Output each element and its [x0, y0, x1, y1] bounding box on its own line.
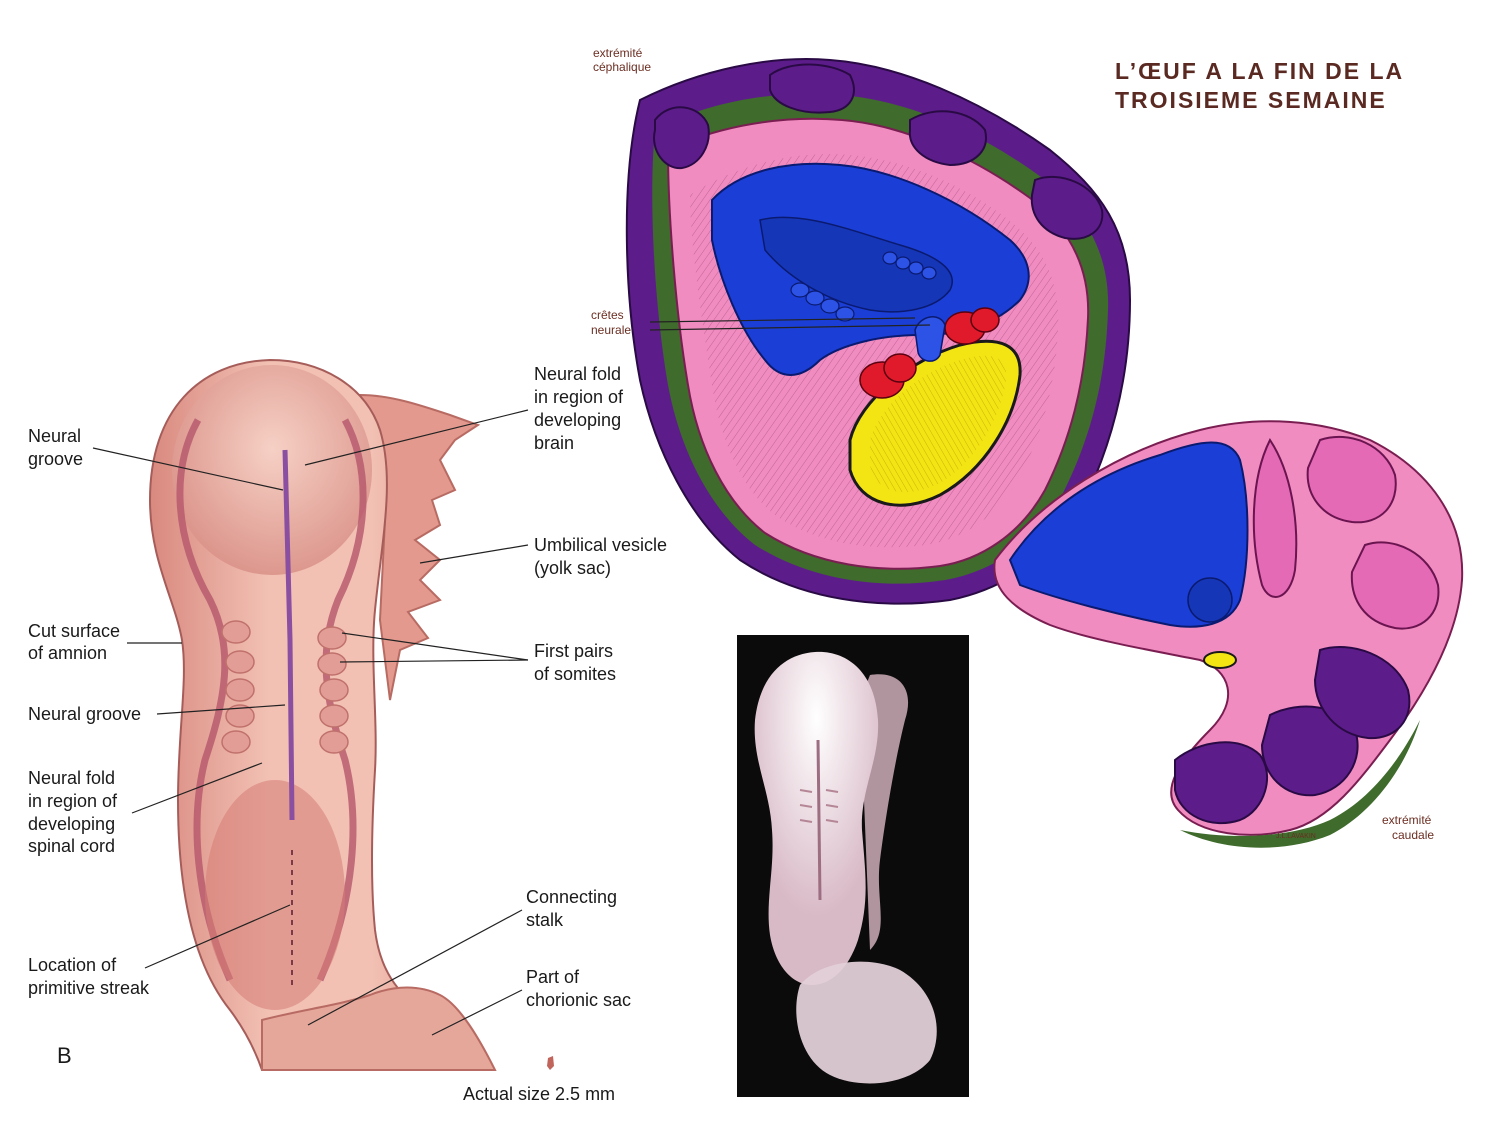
neural-crests: [859, 307, 1000, 399]
umbilical-vesicle: [358, 393, 481, 701]
egg-cross-section: [625, 58, 1464, 848]
actual-size-icon: [547, 1056, 554, 1070]
caudal-region: [205, 780, 345, 1010]
photo-neural-groove: [816, 739, 822, 901]
label-actual-size: Actual size 2.5 mm: [463, 1084, 615, 1104]
artist-signature: J.L.LAVAKIN: [1276, 833, 1316, 840]
mesoderm-band-lower: [1180, 720, 1420, 848]
decidua-blocks-lower: [1174, 645, 1411, 825]
chorion-villi-right: [1252, 435, 1440, 630]
crest-leader-2: [649, 324, 931, 331]
somite-beads: [790, 251, 937, 322]
lower-vesicle: [1187, 577, 1233, 623]
somites-left: [221, 620, 255, 754]
chorion-villi-top: [653, 63, 1104, 240]
photo-chorionic-sac: [796, 961, 937, 1084]
embryo-illustration: [148, 358, 554, 1071]
neural-groove-line: [282, 449, 295, 821]
allantois-spot: [1203, 651, 1237, 669]
neural-fold-brain-region: [172, 365, 372, 575]
embryo-photograph: [737, 635, 969, 1097]
label-umbilical-vesicle: Umbilical vesicle(yolk sac): [534, 535, 667, 578]
somites-right: [317, 626, 349, 754]
panel-letter: B: [57, 1043, 72, 1068]
label-neural-groove-mid: Neural groove: [28, 704, 141, 724]
crest-leader-1: [649, 317, 916, 323]
neural-fold-left-edge: [176, 418, 234, 982]
embryo-leader-lines: [92, 409, 529, 1036]
photo-somites: [799, 789, 839, 823]
connecting-stalk: [261, 986, 497, 1071]
amniotic-cavity-lower: [1008, 441, 1249, 628]
photo-embryo-body: [754, 651, 879, 985]
yolk-sac-hatching: [870, 355, 1007, 493]
